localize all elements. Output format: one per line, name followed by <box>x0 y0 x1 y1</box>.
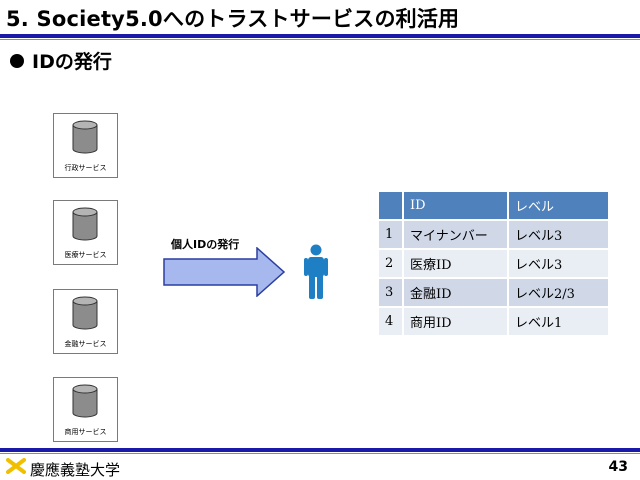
footer-divider-thin <box>0 453 640 454</box>
slide-title: 5. Society5.0へのトラストサービスの利活用 <box>6 7 460 31</box>
title-divider <box>0 34 640 38</box>
database-icon <box>72 296 98 330</box>
service-label: 金融サービス <box>64 340 107 348</box>
table-row: 2 医療ID レベル3 <box>379 250 610 279</box>
cell-index: 2 <box>379 250 404 279</box>
bullet-heading: IDの発行 <box>10 47 112 74</box>
header-level: レベル <box>509 192 610 221</box>
cell-level: レベル2/3 <box>509 279 610 308</box>
service-box-medical: 医療サービス <box>53 200 118 265</box>
service-box-commercial: 商用サービス <box>53 377 118 442</box>
table-row: 1 マイナンバー レベル3 <box>379 221 610 250</box>
service-label: 商用サービス <box>64 428 107 436</box>
table-row: 3 金融ID レベル2/3 <box>379 279 610 308</box>
cell-id: 金融ID <box>404 279 509 308</box>
cell-index: 3 <box>379 279 404 308</box>
footer-divider <box>0 448 640 452</box>
id-level-table: ID レベル 1 マイナンバー レベル3 2 医療ID レベル3 3 金融ID … <box>379 192 610 337</box>
issue-arrow-icon <box>163 247 285 297</box>
database-icon <box>72 120 98 154</box>
cell-id: 医療ID <box>404 250 509 279</box>
cell-level: レベル3 <box>509 250 610 279</box>
university-name: 慶應義塾大学 <box>30 461 121 479</box>
service-label: 医療サービス <box>64 251 107 259</box>
cell-id: マイナンバー <box>404 221 509 250</box>
header-id: ID <box>404 192 509 221</box>
cell-id: 商用ID <box>404 308 509 337</box>
table-row: 4 商用ID レベル1 <box>379 308 610 337</box>
title-divider-thin <box>0 39 640 40</box>
database-icon <box>72 384 98 418</box>
cell-index: 4 <box>379 308 404 337</box>
person-icon <box>304 244 328 299</box>
table-header-row: ID レベル <box>379 192 610 221</box>
database-icon <box>72 207 98 241</box>
service-box-admin: 行政サービス <box>53 113 118 178</box>
cell-index: 1 <box>379 221 404 250</box>
bullet-dot-icon <box>10 53 24 68</box>
service-box-finance: 金融サービス <box>53 289 118 354</box>
cell-level: レベル1 <box>509 308 610 337</box>
service-label: 行政サービス <box>64 164 107 172</box>
page-number: 43 <box>608 459 628 475</box>
pen-logo-icon <box>6 458 26 474</box>
header-index <box>379 192 404 221</box>
cell-level: レベル3 <box>509 221 610 250</box>
bullet-text: IDの発行 <box>32 51 112 73</box>
arrow-label: 個人IDの発行 <box>171 238 240 251</box>
